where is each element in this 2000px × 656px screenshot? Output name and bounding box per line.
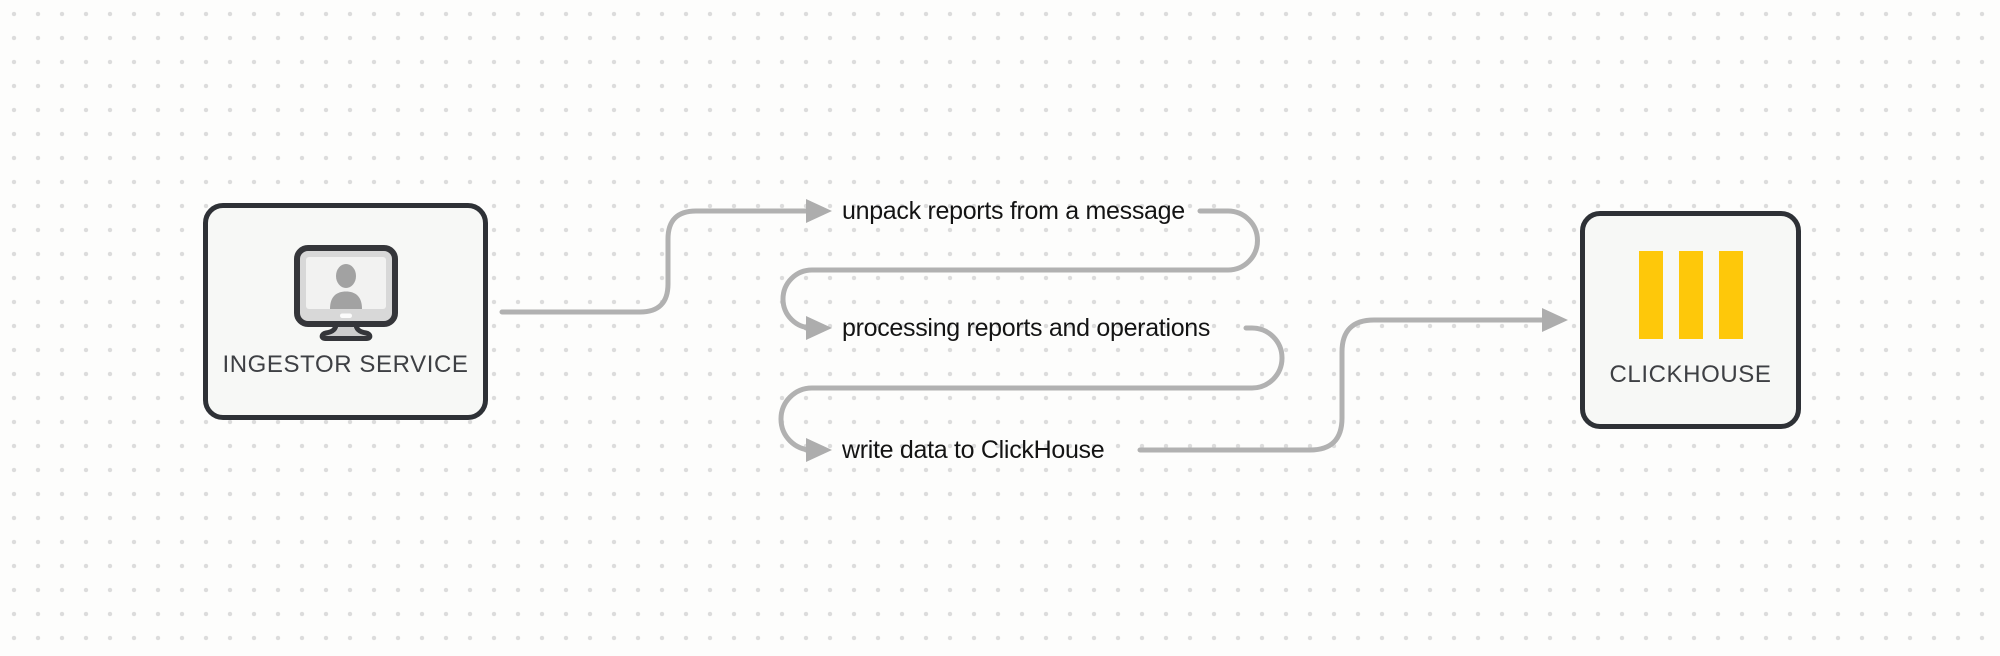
- arrowhead-step1: [806, 199, 832, 223]
- connector-step1-to-step2: [780, 208, 1260, 331]
- connector-step2-to-step3: [778, 325, 1285, 453]
- arrowhead-step3: [806, 438, 832, 462]
- arrowhead-step2: [806, 316, 832, 340]
- clickhouse-bar: [1718, 251, 1743, 339]
- arrowhead-clickhouse: [1542, 308, 1568, 332]
- node-clickhouse[interactable]: CLICKHOUSE: [1580, 211, 1801, 429]
- step-label-processing-reports: processing reports and operations: [842, 314, 1211, 342]
- node-ingestor-service[interactable]: INGESTOR SERVICE: [203, 203, 488, 420]
- connector-ingestor-to-step1: [499, 208, 809, 315]
- user-monitor-icon: [293, 244, 398, 341]
- step-label-write-data: write data to ClickHouse: [842, 436, 1105, 464]
- node-ingestor-label: INGESTOR SERVICE: [222, 350, 469, 378]
- node-clickhouse-label: CLICKHOUSE: [1609, 361, 1772, 388]
- clickhouse-bar: [1638, 251, 1663, 339]
- step-label-unpack-reports: unpack reports from a message: [842, 197, 1185, 225]
- clickhouse-bars-icon: [1638, 251, 1743, 339]
- clickhouse-bar: [1678, 251, 1703, 339]
